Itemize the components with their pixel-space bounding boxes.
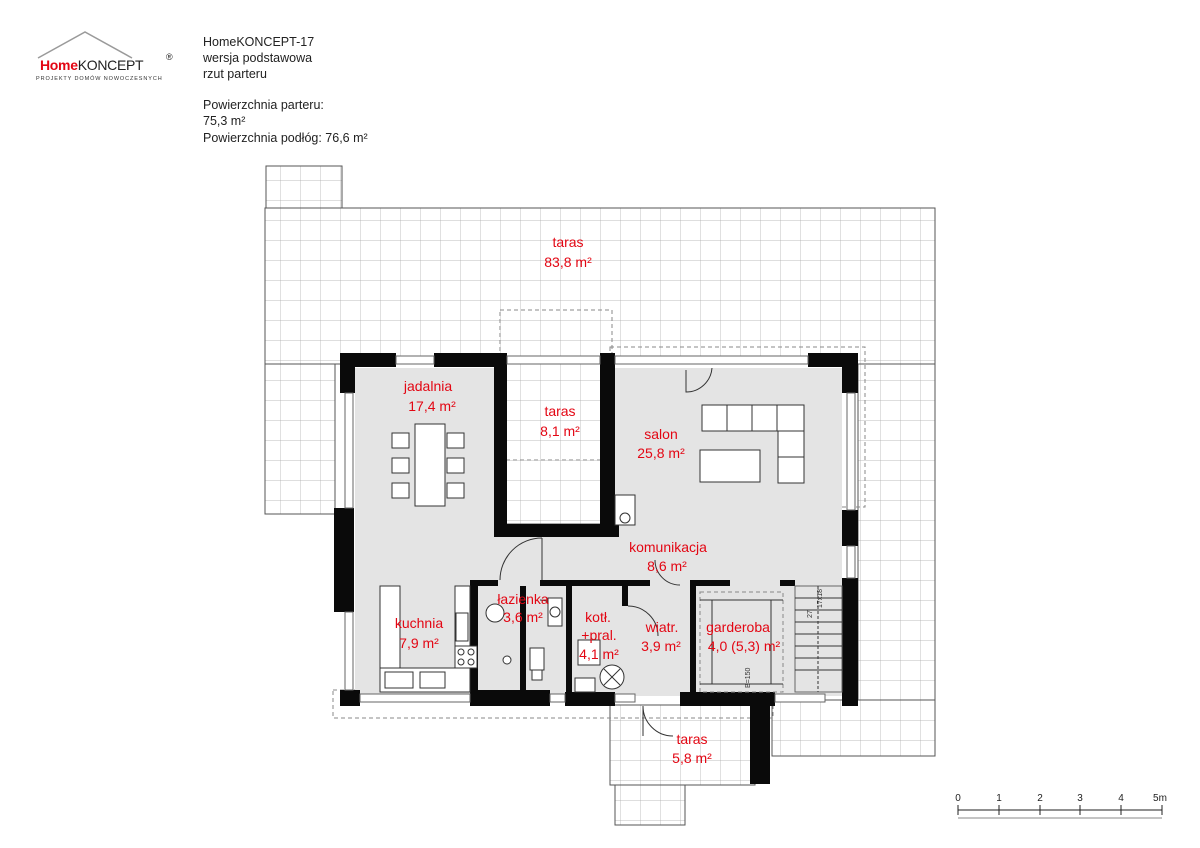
room-area-salon: 25,8 m² bbox=[637, 445, 685, 461]
room-name-komunikacja: komunikacja bbox=[629, 539, 707, 555]
tiled-terrace-inner bbox=[504, 363, 602, 525]
room-name2-kotl: +pral. bbox=[581, 627, 616, 643]
room-name-taras-inner: taras bbox=[544, 403, 575, 419]
room-area-komunikacja: 8,6 m² bbox=[647, 558, 687, 574]
room-name-wiatr: wiatr. bbox=[645, 619, 679, 635]
ground-floor-area-label: Powierzchnia parteru: bbox=[203, 98, 324, 112]
room-area-taras-entry: 5,8 m² bbox=[672, 750, 712, 766]
wardrobe bbox=[699, 591, 784, 693]
room-name-kotl: kotł. bbox=[585, 609, 611, 625]
room-area-taras-inner: 8,1 m² bbox=[540, 423, 580, 439]
room-name-taras-entry: taras bbox=[676, 731, 707, 747]
room-area-wiatr: 3,9 m² bbox=[641, 638, 681, 654]
brand-logo: HomeKONCEPT ® PROJEKTY DOMÓW NOWOCZESNYC… bbox=[30, 30, 180, 90]
scale-tick-3: 3 bbox=[1077, 793, 1083, 804]
dining-table bbox=[391, 423, 465, 507]
ground-floor-area-value: 75,3 m² bbox=[203, 114, 246, 128]
fireplace bbox=[614, 494, 636, 526]
sofa bbox=[701, 404, 805, 484]
logo-tagline: PROJEKTY DOMÓW NOWOCZESNYCH bbox=[36, 76, 163, 82]
terraces bbox=[264, 165, 936, 826]
stair-steps-text: 17x18 bbox=[817, 589, 824, 608]
room-area-jadalnia: 17,4 m² bbox=[408, 398, 456, 414]
tiled-terrace-left bbox=[264, 363, 336, 515]
stair-annotations: 17x18 27 B=150 bbox=[745, 589, 824, 688]
tiled-terrace-right bbox=[857, 363, 936, 757]
bathroom-fixtures bbox=[485, 597, 563, 681]
room-area-kotl: 4,1 m² bbox=[579, 646, 619, 662]
logo-koncept: KONCEPT bbox=[77, 57, 144, 73]
room-area-taras-main: 83,8 m² bbox=[544, 254, 592, 270]
room-area-kuchnia: 7,9 m² bbox=[399, 635, 439, 651]
scale-tick-4: 4 bbox=[1118, 793, 1124, 804]
kitchen-counter bbox=[379, 585, 478, 693]
scale-bar bbox=[957, 805, 1163, 819]
stair-width-text: B=150 bbox=[745, 667, 752, 688]
room-name-lazienka: łazienka bbox=[497, 591, 549, 607]
boiler-room-fixtures bbox=[502, 639, 625, 693]
furniture bbox=[379, 404, 843, 693]
scale-tick-1: 1 bbox=[996, 793, 1002, 804]
house-roof-icon bbox=[37, 31, 133, 59]
project-variant: wersja podstawowa bbox=[203, 51, 313, 65]
room-name-garderoba: garderoba bbox=[706, 619, 770, 635]
room-labels: taras 83,8 m² jadalnia 17,4 m² taras 8,1… bbox=[395, 234, 781, 766]
project-view: rzut parteru bbox=[203, 67, 267, 81]
room-name-kuchnia: kuchnia bbox=[395, 615, 443, 631]
logo-wordmark: HomeKONCEPT bbox=[40, 57, 144, 73]
tiled-terrace-bottom-right bbox=[771, 699, 936, 757]
stair-rise-text: 27 bbox=[807, 610, 814, 618]
room-name-jadalnia: jadalnia bbox=[403, 378, 452, 394]
room-area-garderoba: 4,0 (5,3) m² bbox=[708, 638, 781, 654]
project-title: HomeKONCEPT-17 bbox=[203, 35, 315, 49]
scale-tick-0: 0 bbox=[955, 793, 961, 804]
coffee-table bbox=[699, 449, 761, 483]
tiled-terrace-main bbox=[264, 207, 936, 365]
scale-labels: 0 1 2 3 4 5m bbox=[955, 793, 1167, 804]
entry-steps bbox=[614, 784, 686, 826]
room-name-taras-main: taras bbox=[552, 234, 583, 250]
logo-registered-mark: ® bbox=[166, 52, 173, 62]
staircase bbox=[794, 585, 843, 693]
scale-tick-5: 5m bbox=[1153, 793, 1167, 804]
floor-area: Powierzchnia podłóg: 76,6 m² bbox=[203, 131, 368, 145]
walls bbox=[334, 353, 858, 784]
room-name-salon: salon bbox=[644, 426, 677, 442]
room-area-lazienka: 3,6 m² bbox=[503, 609, 543, 625]
tiled-terrace-top-step bbox=[265, 165, 343, 209]
scale-tick-2: 2 bbox=[1037, 793, 1043, 804]
windows bbox=[344, 355, 856, 703]
logo-home: Home bbox=[40, 57, 78, 73]
